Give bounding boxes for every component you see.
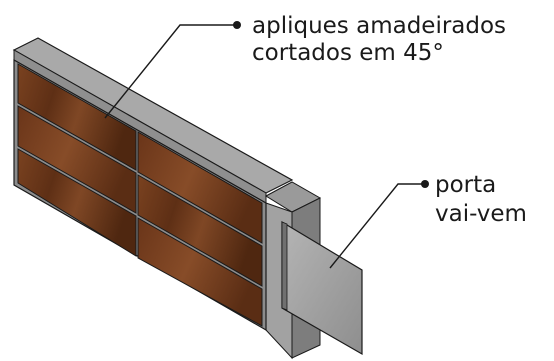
wood-panel (137, 131, 263, 244)
wood-panel (17, 105, 137, 214)
wood-panel (137, 217, 263, 327)
panels-leader-line (104, 24, 236, 119)
panels-callout-line1: apliques amadeirados (252, 13, 506, 39)
door-leader-dot (421, 180, 429, 188)
panels-callout-line2: cortados em 45° (252, 40, 444, 66)
swing-door-edge (281, 221, 288, 311)
door-callout-line2: vai-vem (435, 201, 527, 227)
wood-panel (137, 174, 263, 287)
wood-panel (17, 148, 137, 257)
door-leader-line (329, 183, 424, 269)
door-callout-line1: porta (435, 172, 496, 198)
wood-panel (17, 63, 137, 171)
panels-leader-dot (233, 21, 241, 29)
